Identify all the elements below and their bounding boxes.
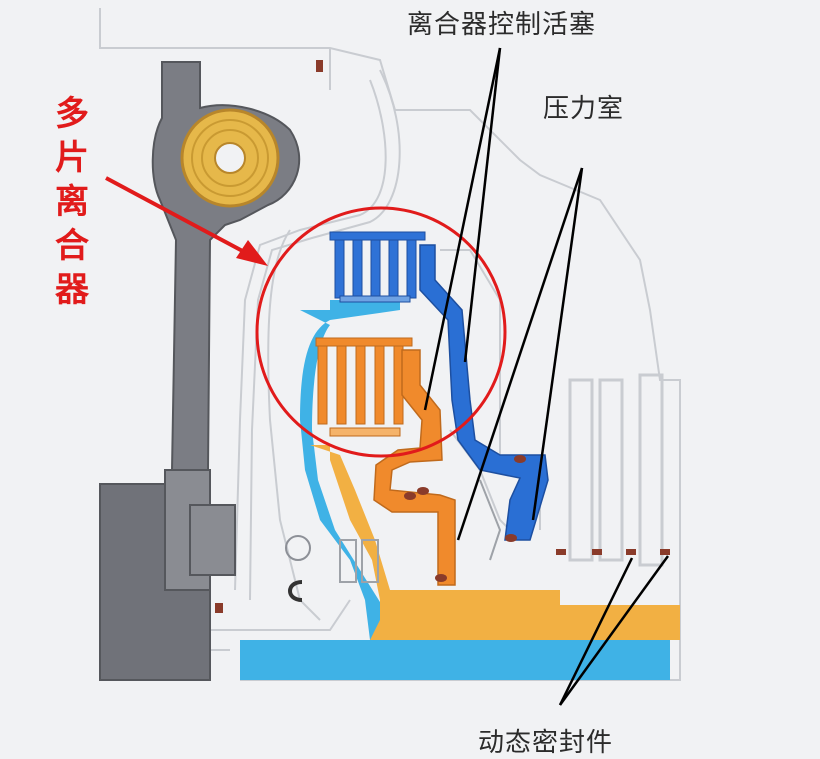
multi-plate-clutch-label: 多 片 离 合 器	[52, 92, 92, 312]
inner-shaft	[310, 445, 680, 640]
bearing	[285, 535, 311, 602]
clutch-control-piston	[419, 244, 549, 541]
leader-lines	[423, 47, 670, 706]
dynamic-seals	[215, 455, 670, 613]
orange-piston	[373, 349, 456, 586]
multi-plate-clutch-char: 器	[55, 270, 89, 310]
pressure-chamber-label: 压力室	[543, 94, 625, 124]
return-springs	[339, 479, 502, 583]
dynamic-seal-label: 动态密封件	[478, 728, 614, 758]
multi-plate-clutch-char: 片	[55, 138, 89, 178]
multi-plate-clutch-char: 合	[55, 226, 89, 266]
clutch-piston-label: 离合器控制活塞	[407, 10, 597, 40]
planet-gear	[180, 108, 280, 208]
highlight-circle	[255, 206, 507, 458]
gear-carrier	[99, 61, 301, 681]
outer-clutch-plates	[329, 231, 426, 303]
multi-plate-clutch-char: 离	[55, 182, 89, 222]
multi-plate-clutch-char: 多	[55, 94, 89, 134]
inner-clutch-plates	[315, 337, 413, 437]
clutch-hub	[240, 300, 670, 680]
red-arrow	[105, 176, 268, 266]
top-seal	[316, 60, 323, 72]
housing-outlines	[99, 8, 681, 681]
shaft-columns	[568, 373, 664, 567]
